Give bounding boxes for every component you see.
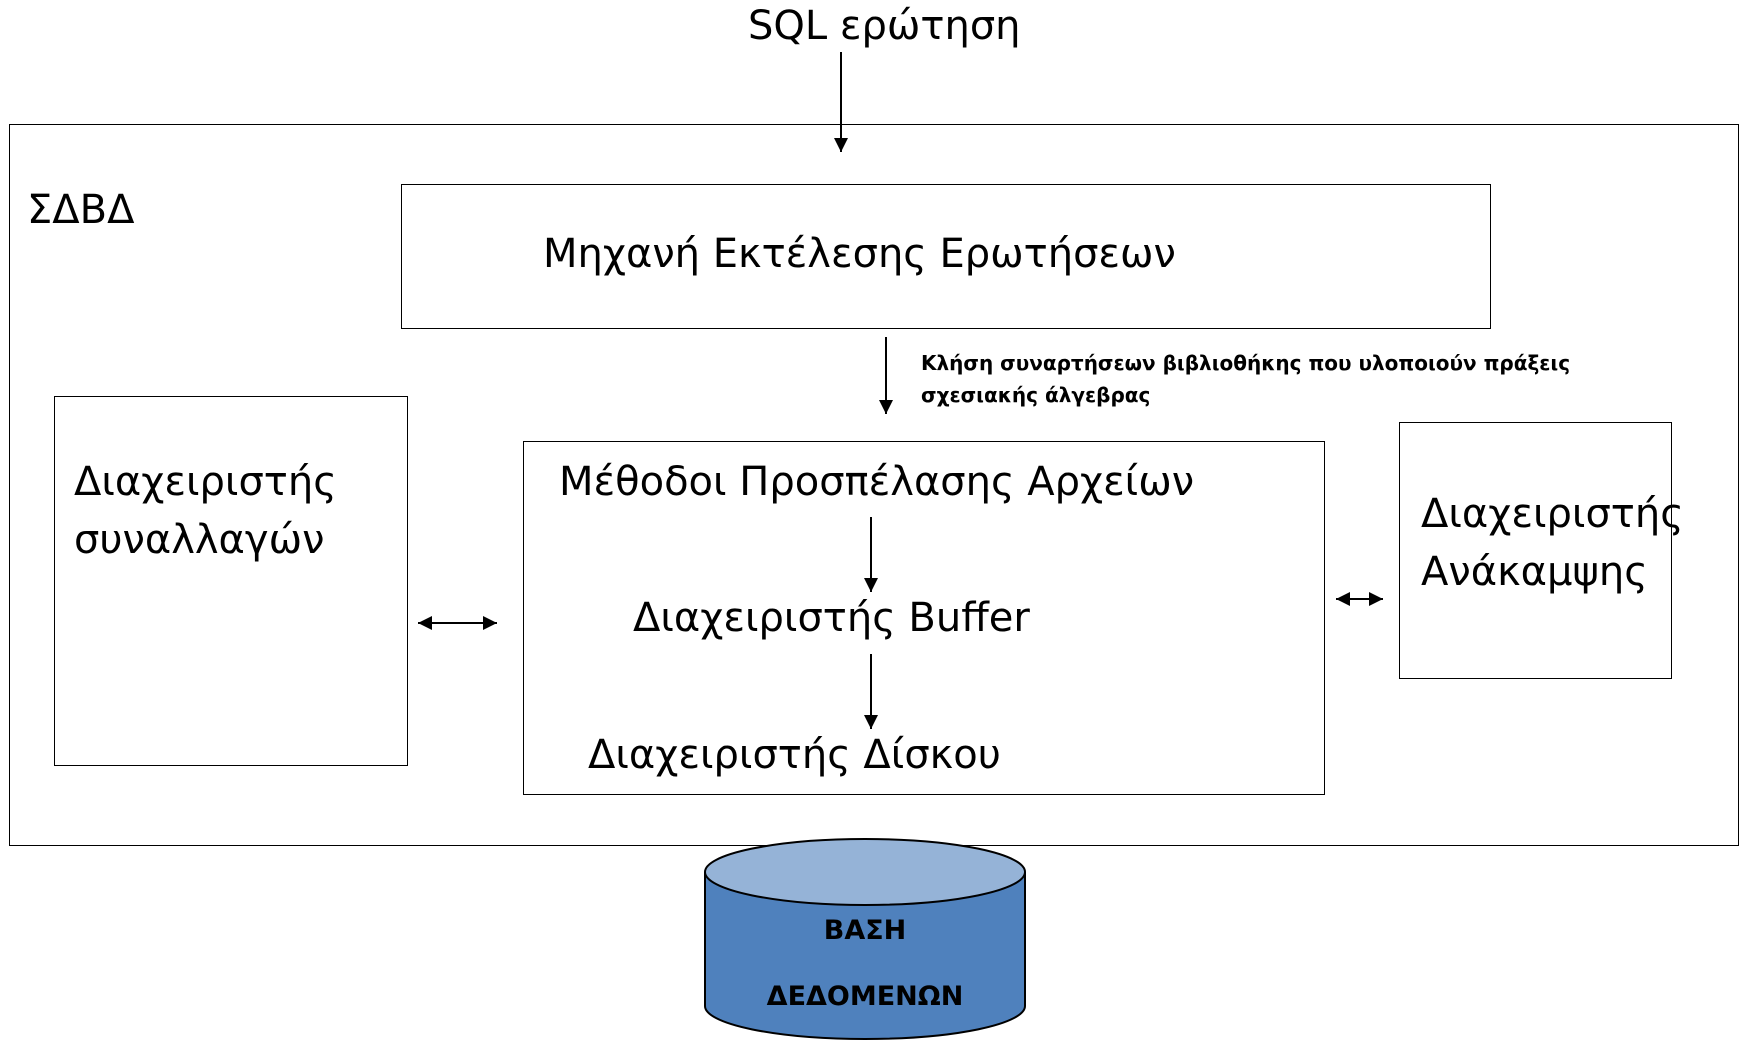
dbms-label: ΣΔΒΔ <box>27 187 135 233</box>
file-access-methods-label: Μέθοδοι Προσπέλασης Αρχείων <box>559 459 1195 505</box>
storage-subsystem-box <box>523 441 1325 795</box>
transaction-manager-label-line-1: Διαχειριστής <box>74 459 337 505</box>
transaction-manager-label-line-2: συναλλαγών <box>74 517 325 563</box>
library-call-note-line-2: σχεσιακής άλγεβρας <box>921 383 1151 407</box>
recovery-manager-box <box>1399 422 1672 679</box>
query-engine-box <box>401 184 1491 329</box>
database-label-line-2: ΔΕΔΟΜΕΝΩΝ <box>767 981 964 1012</box>
buffer-manager-label: Διαχειριστής Buffer <box>633 595 1030 641</box>
sql-query-label: SQL ερώτηση <box>748 3 1021 49</box>
database-label-line-1: ΒΑΣΗ <box>824 915 907 946</box>
recovery-manager-label-line-2: Ανάκαμψης <box>1421 549 1648 595</box>
query-engine-label: Μηχανή Εκτέλεσης Ερωτήσεων <box>543 231 1176 277</box>
recovery-manager-label-line-1: Διαχειριστής <box>1421 491 1684 537</box>
database-cylinder: ΒΑΣΗ ΔΕΔΟΜΕΝΩΝ <box>704 838 1026 1040</box>
transaction-manager-box <box>54 396 408 766</box>
disk-manager-label: Διαχειριστής Δίσκου <box>588 732 1001 778</box>
library-call-note-line-1: Κλήση συναρτήσεων βιβλιοθήκης που υλοποι… <box>921 351 1571 375</box>
